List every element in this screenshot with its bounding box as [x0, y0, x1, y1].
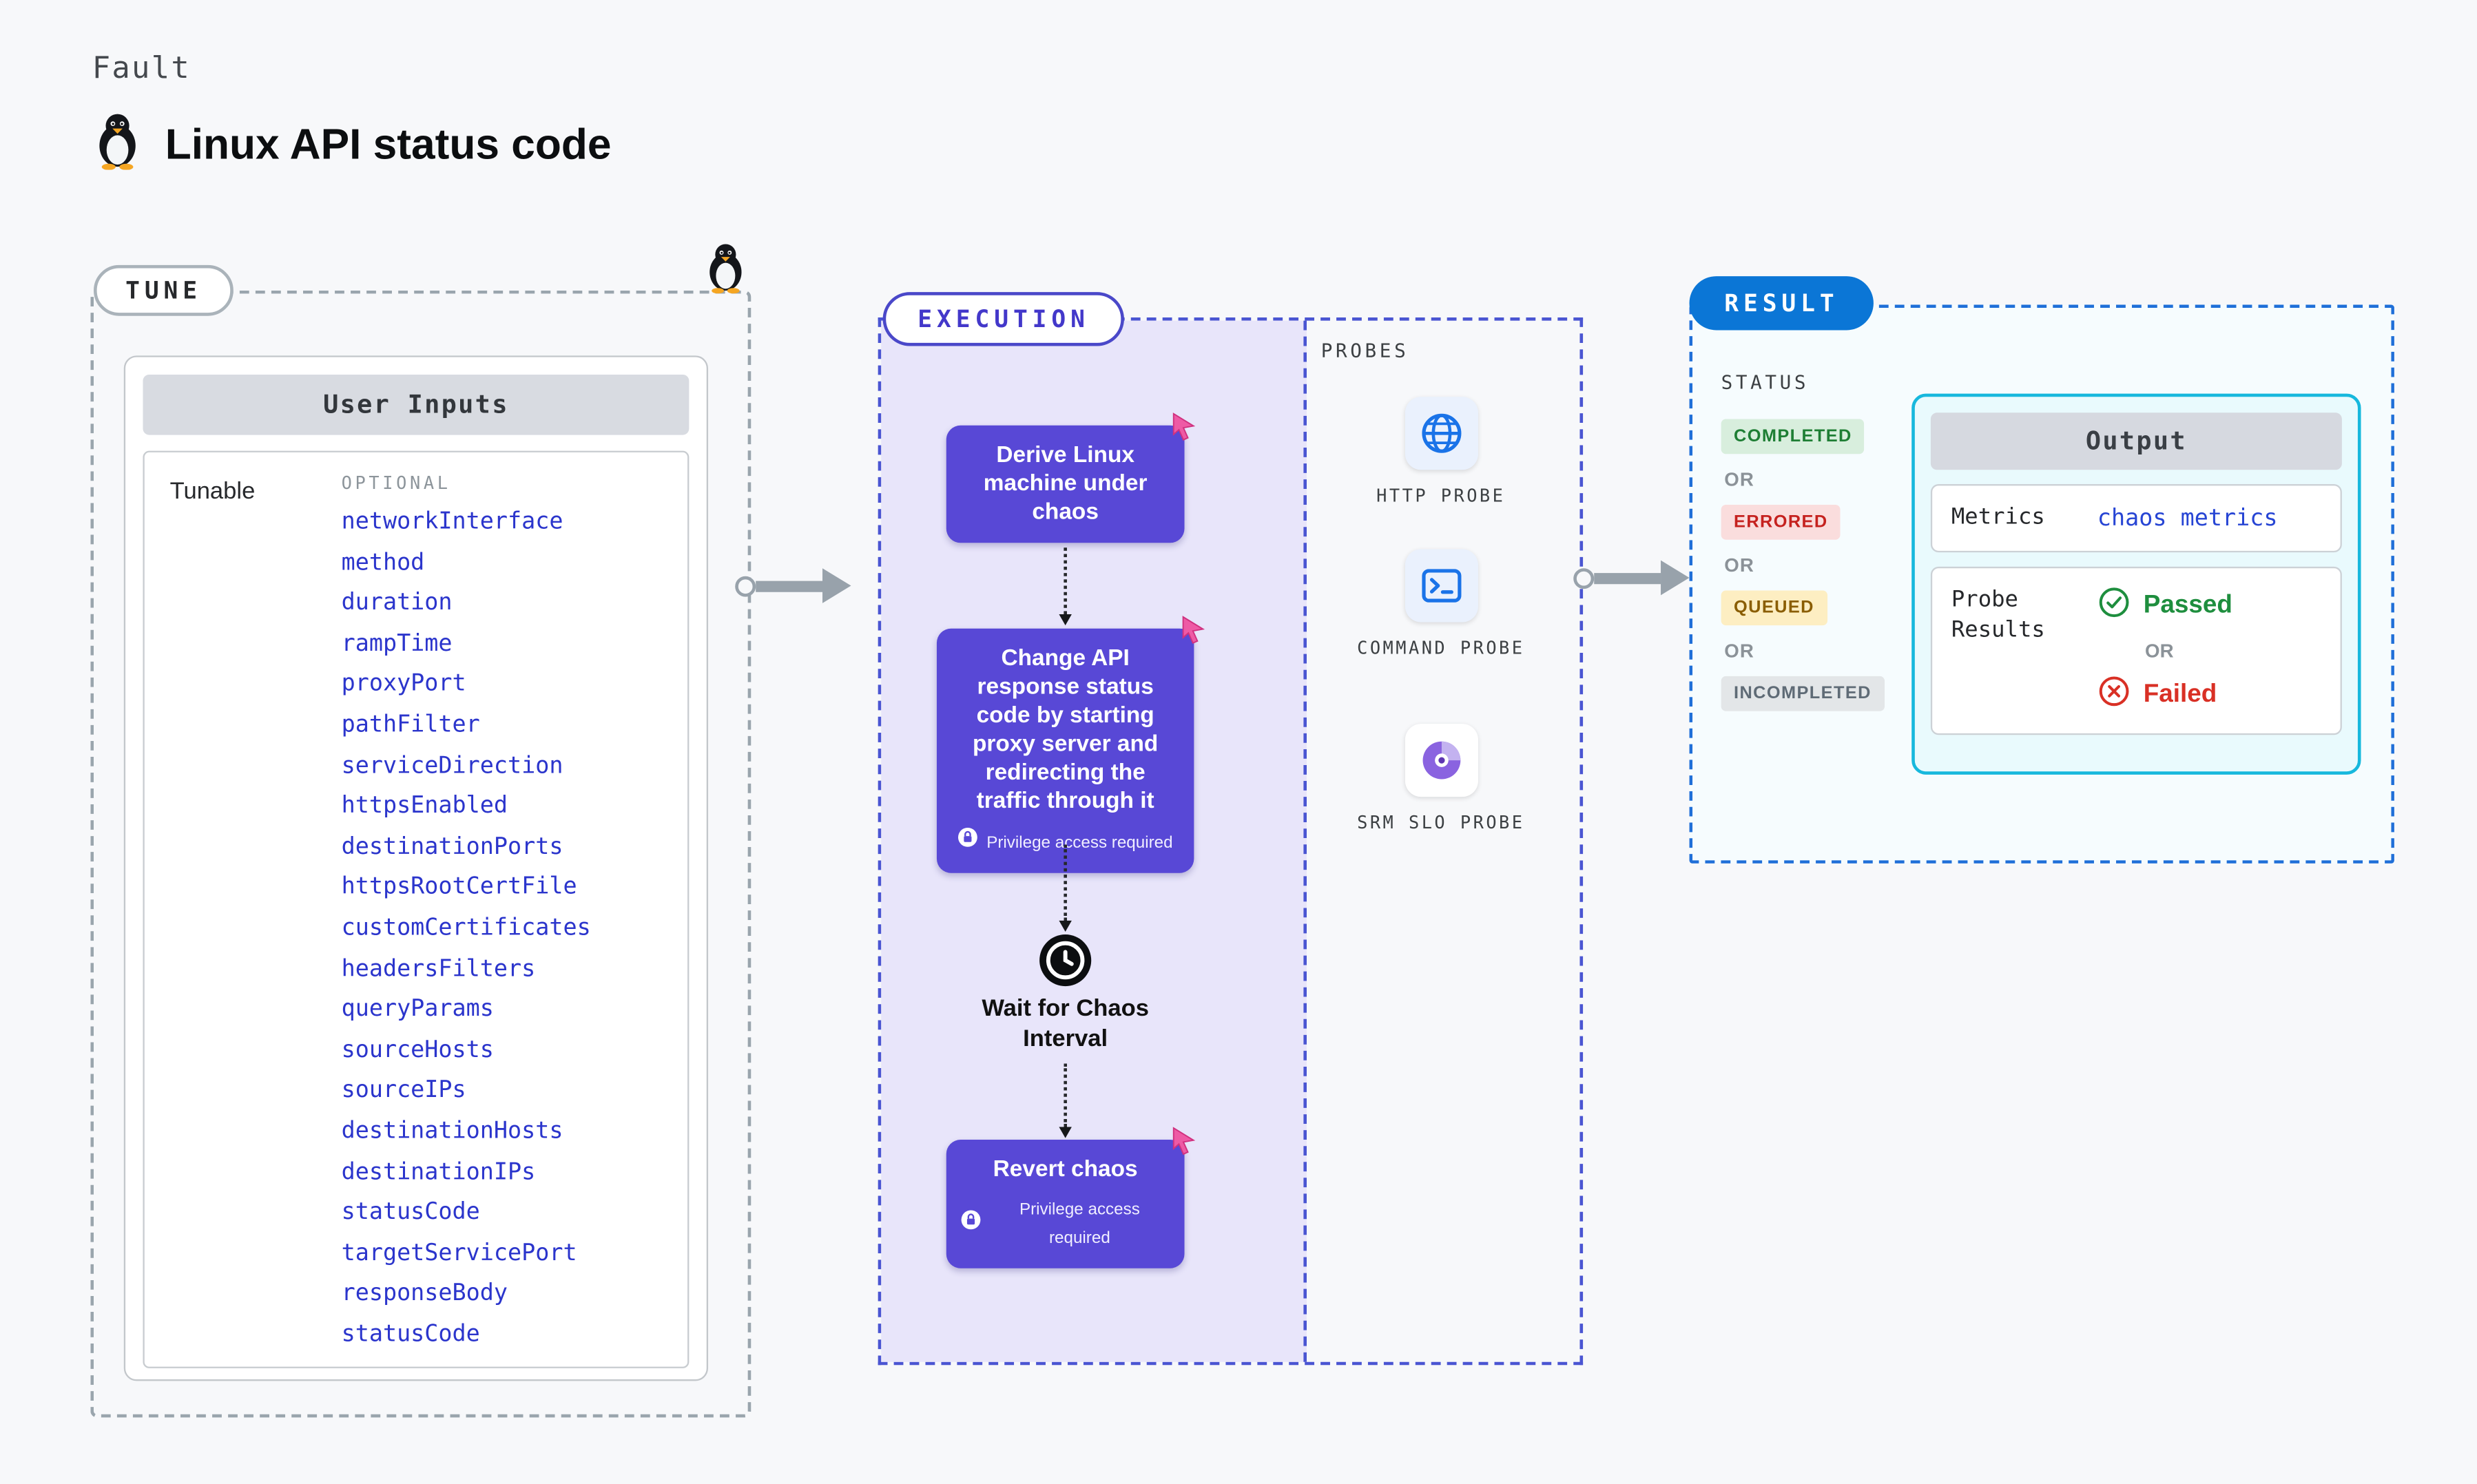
- tunable-item[interactable]: method: [341, 550, 425, 576]
- page-kicker: Fault: [92, 50, 191, 86]
- tunable-item[interactable]: headersFilters: [341, 956, 536, 982]
- tune-label: TUNE: [93, 264, 234, 316]
- step-text: Change API response status code by start…: [972, 646, 1159, 815]
- probes-label: PROBES: [1320, 339, 1409, 362]
- tunable-item[interactable]: networkInterface: [341, 509, 563, 535]
- probe-label: SRM SLO PROBE: [1357, 813, 1525, 834]
- lock-icon: [958, 827, 979, 857]
- user-inputs-header: User Inputs: [143, 374, 690, 435]
- or-label: OR: [2145, 639, 2174, 662]
- cursor-icon: [1177, 614, 1208, 654]
- globe-icon: [1404, 397, 1478, 470]
- privilege-label: Privilege access required: [986, 832, 1173, 852]
- status-badge-errored: ERRORED: [1721, 504, 1841, 540]
- privilege-badge: Privilege access required: [961, 1195, 1170, 1253]
- step-text: Derive Linux machine under chaos: [983, 443, 1148, 525]
- tunable-item[interactable]: queryParams: [341, 996, 494, 1023]
- probe-command: COMMAND PROBE: [1305, 549, 1577, 660]
- user-inputs-card: User Inputs Tunable OPTIONAL networkInte…: [123, 355, 709, 1381]
- flow-arrow-icon: [1573, 560, 1690, 596]
- probe-label: HTTP PROBE: [1376, 485, 1506, 507]
- tunable-item[interactable]: destinationPorts: [341, 834, 563, 860]
- probe-http: HTTP PROBE: [1305, 397, 1577, 508]
- flow-connector: [1059, 547, 1072, 626]
- flow-connector: [1059, 1063, 1072, 1138]
- tunable-item[interactable]: pathFilter: [341, 712, 480, 738]
- failed-label: Failed: [2143, 680, 2217, 709]
- probe-results-label: Probe Results: [1951, 587, 2045, 643]
- probe-srm-slo: SRM SLO PROBE: [1305, 724, 1577, 835]
- cursor-icon: [1167, 411, 1199, 451]
- status-badge-queued: QUEUED: [1721, 590, 1827, 626]
- privilege-label: Privilege access required: [1019, 1200, 1140, 1248]
- optional-column-label: OPTIONAL: [341, 472, 451, 494]
- tunable-item[interactable]: duration: [341, 590, 453, 616]
- tunable-item[interactable]: rampTime: [341, 631, 453, 657]
- status-label: STATUS: [1721, 371, 1810, 394]
- srm-slo-icon: [1404, 724, 1478, 797]
- or-label: OR: [1724, 554, 1755, 576]
- step-derive-machine: Derive Linux machine under chaos: [946, 412, 1196, 543]
- flow-connector: [1059, 844, 1072, 932]
- lock-icon: [961, 1209, 982, 1239]
- wait-clock-icon: [1038, 933, 1092, 995]
- probe-label: COMMAND PROBE: [1357, 638, 1525, 659]
- page-title: Linux API status code: [165, 120, 612, 168]
- passed-label: Passed: [2143, 592, 2232, 619]
- tunable-item[interactable]: destinationHosts: [341, 1118, 563, 1145]
- flow-arrow-icon: [735, 568, 851, 603]
- output-card: Output Metrics chaos metrics Probe Resul…: [1911, 393, 2361, 775]
- execution-label: EXECUTION: [882, 292, 1125, 346]
- tunable-item[interactable]: httpsEnabled: [341, 793, 508, 819]
- tunable-item[interactable]: sourceHosts: [341, 1037, 494, 1063]
- tux-penguin-icon-small: [703, 241, 748, 302]
- tunable-item[interactable]: responseBody: [341, 1281, 508, 1307]
- or-label: OR: [1724, 639, 1755, 662]
- tunable-item[interactable]: targetServicePort: [341, 1240, 577, 1266]
- user-inputs-table: Tunable OPTIONAL networkInterface method…: [143, 450, 690, 1368]
- status-badge-completed: COMPLETED: [1721, 419, 1865, 454]
- or-label: OR: [1724, 468, 1755, 491]
- tunable-item[interactable]: destinationIPs: [341, 1159, 536, 1185]
- step-revert-chaos: Revert chaos Privilege access required: [946, 1127, 1196, 1268]
- status-badge-incompleted: INCOMPLETED: [1721, 676, 1885, 711]
- result-label: RESULT: [1689, 276, 1874, 331]
- tunable-item[interactable]: serviceDirection: [341, 753, 563, 779]
- tune-section: [90, 290, 752, 1418]
- chaos-metrics-link[interactable]: chaos metrics: [2097, 505, 2278, 532]
- tunable-item[interactable]: statusCode: [341, 1321, 480, 1348]
- failed-x-icon: [2097, 675, 2131, 716]
- metrics-label: Metrics: [1951, 504, 2045, 530]
- passed-check-icon: [2097, 586, 2131, 627]
- tux-penguin-icon: [92, 111, 143, 178]
- tunable-list: OPTIONAL networkInterface method duratio…: [342, 473, 591, 1351]
- step-text: Revert chaos: [993, 1157, 1138, 1183]
- status-column: STATUS COMPLETED OR ERRORED OR QUEUED OR…: [1721, 371, 1885, 711]
- tunable-item[interactable]: proxyPort: [341, 671, 466, 698]
- step-change-status-code: Change API response status code by start…: [936, 616, 1205, 873]
- tunable-item[interactable]: customCertificates: [341, 915, 591, 941]
- privilege-badge: Privilege access required: [951, 827, 1180, 857]
- tunable-row-label: Tunable: [169, 477, 256, 505]
- tunable-item[interactable]: statusCode: [341, 1200, 480, 1226]
- tunable-item[interactable]: sourceIPs: [341, 1078, 466, 1104]
- tunable-item[interactable]: httpsRootCertFile: [341, 875, 577, 901]
- cursor-icon: [1167, 1125, 1199, 1165]
- probe-results-row: Probe Results Passed OR: [1930, 566, 2342, 735]
- wait-step-label: Wait for Chaos Interval: [982, 995, 1149, 1053]
- metrics-row: Metrics chaos metrics: [1930, 484, 2342, 553]
- output-header: Output: [1930, 412, 2342, 470]
- terminal-icon: [1404, 549, 1478, 623]
